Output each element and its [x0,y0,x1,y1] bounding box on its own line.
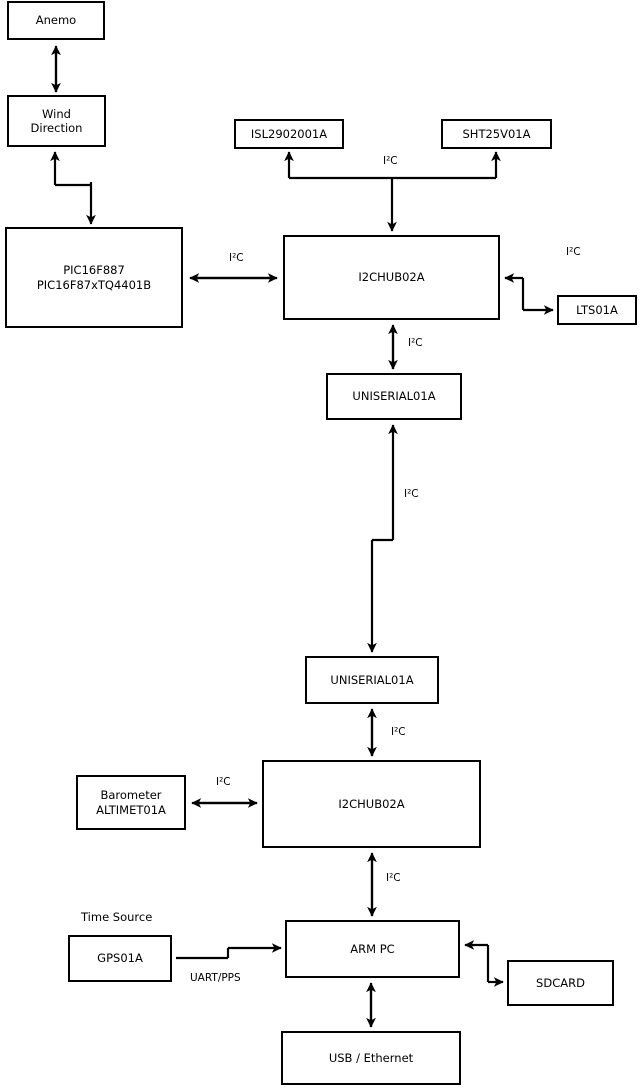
node-sdcard[interactable]: SDCARD [507,960,614,1006]
connector-armpc-sdcard [464,940,504,987]
node-lts01a[interactable]: LTS01A [557,295,637,325]
connector-uniserial-link [367,424,398,653]
connector-gps-armpc [176,943,282,960]
connector-hubtop-lts [504,273,554,315]
label-time-source: Time Source [81,910,153,924]
node-isl2902001a[interactable]: ISL2902001A [234,119,344,149]
connector-wind-pic [50,151,96,225]
node-barometer-altimet01a[interactable]: Barometer ALTIMET01A [76,775,186,830]
node-gps01a[interactable]: GPS01A [68,935,172,982]
label-i2c-hub-lts: I²C [566,246,581,258]
node-wind-direction[interactable]: Wind Direction [7,95,106,147]
label-uart-pps-gps-armpc: UART/PPS [190,972,241,984]
label-i2c-hubbot-armpc: I²C [386,872,401,884]
node-usb-ethernet[interactable]: USB / Ethernet [281,1031,461,1085]
node-anemo[interactable]: Anemo [7,1,105,40]
node-uniserial01a-bottom[interactable]: UNISERIAL01A [305,656,439,704]
node-arm-pc[interactable]: ARM PC [285,920,460,978]
node-i2chub02a-top[interactable]: I2CHUB02A [283,235,500,320]
label-i2c-sensor-bus: I²C [383,155,398,167]
node-i2chub02a-bottom[interactable]: I2CHUB02A [262,760,481,848]
node-pic-mcu[interactable]: PIC16F887 PIC16F87xTQ4401B [5,227,183,328]
label-i2c-hub-uniserial: I²C [408,337,423,349]
node-sht25v01a[interactable]: SHT25V01A [441,119,552,149]
label-i2c-baro-hubbot: I²C [216,776,231,788]
node-uniserial01a-top[interactable]: UNISERIAL01A [326,373,462,420]
label-i2c-uniserial-link: I²C [404,488,419,500]
label-i2c-pic-hub: I²C [229,252,244,264]
label-i2c-uniserial-hubbot: I²C [391,726,406,738]
